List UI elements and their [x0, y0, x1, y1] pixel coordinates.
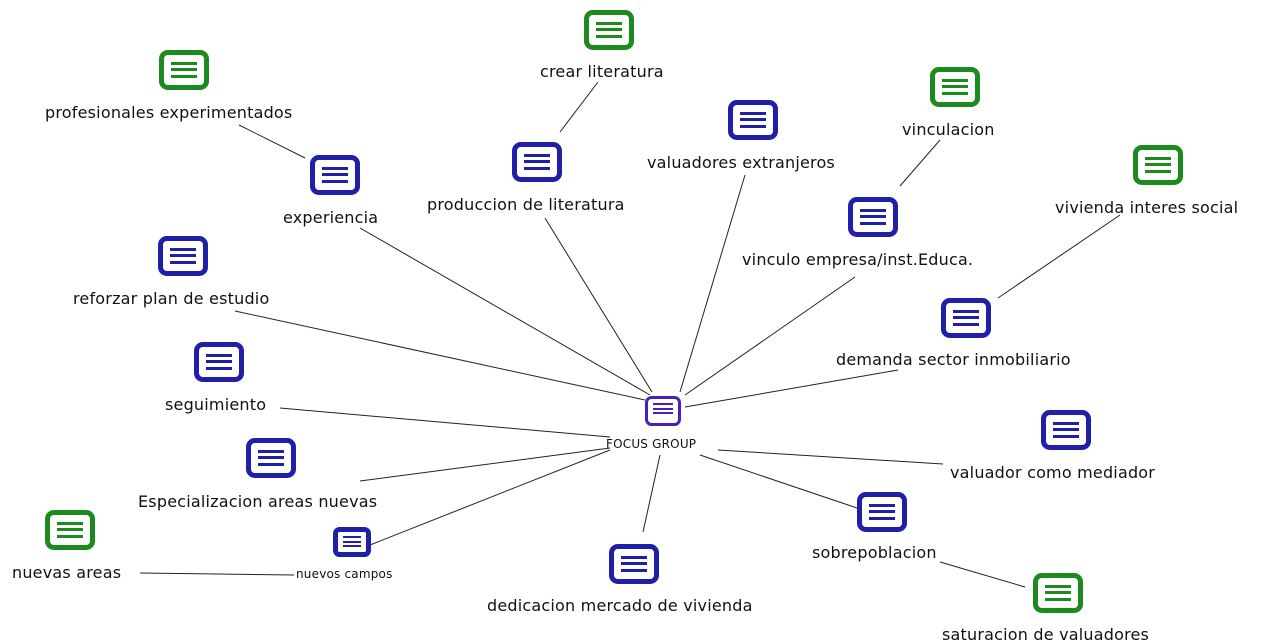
memo-icon — [333, 527, 371, 557]
edge-focus-mediador — [717, 449, 944, 465]
node-label-saturacion: saturacion de valuadores — [942, 625, 1150, 644]
edge-vinculo-vinculacion — [899, 139, 941, 187]
edge-demanda-vivienda — [997, 214, 1121, 299]
memo-icon — [728, 100, 778, 140]
edge-focus-seguimiento — [279, 407, 611, 438]
node-label-especializacion: Especializacion areas nuevas — [138, 492, 378, 511]
memo-icon — [246, 438, 296, 478]
node-label-vivienda: vivienda interes social — [1055, 198, 1239, 217]
edge-focus-experiencia — [359, 227, 651, 396]
edge-sobrepoblacion-saturacion — [939, 561, 1026, 588]
edge-focus-extranjeros — [679, 174, 746, 393]
memo-icon — [512, 142, 562, 182]
node-label-sobrepoblacion: sobrepoblacion — [812, 543, 937, 562]
edge-focus-reforzar — [234, 310, 646, 401]
edge-focus-demanda — [684, 369, 899, 408]
memo-icon — [848, 197, 898, 237]
node-label-campos: nuevos campos — [296, 567, 393, 581]
memo-icon — [45, 510, 95, 550]
node-label-crear: crear literatura — [540, 62, 664, 81]
edge-focus-produccion — [544, 217, 653, 393]
node-label-nuevas: nuevas areas — [12, 563, 122, 582]
node-label-demanda: demanda sector inmobiliario — [836, 350, 1071, 369]
edge-focus-dedicacion — [642, 454, 661, 533]
node-label-experiencia: experiencia — [283, 208, 379, 227]
memo-icon — [310, 155, 360, 195]
edge-produccion-crear — [559, 81, 599, 133]
memo-icon — [857, 492, 907, 532]
node-label-dedicacion: dedicacion mercado de vivienda — [487, 596, 753, 615]
memo-icon — [194, 342, 244, 382]
node-label-produccion: produccion de literatura — [427, 195, 625, 214]
node-label-extranjeros: valuadores extranjeros — [647, 153, 835, 172]
memo-icon — [158, 236, 208, 276]
node-label-mediador: valuador como mediador — [950, 463, 1156, 482]
node-label-vinculo: vinculo empresa/inst.Educa. — [742, 250, 974, 269]
memo-icon — [1033, 573, 1083, 613]
node-label-focus: FOCUS GROUP — [606, 437, 697, 451]
node-label-vinculacion: vinculacion — [902, 120, 995, 139]
memo-icon — [930, 67, 980, 107]
node-label-prof: profesionales experimentados — [45, 103, 293, 122]
edge-focus-sobrepoblacion — [699, 454, 858, 509]
memo-icon — [645, 396, 681, 426]
memo-icon — [1133, 145, 1183, 185]
edge-focus-vinculo — [684, 276, 856, 396]
node-label-seguimiento: seguimiento — [165, 395, 267, 414]
memo-icon — [609, 544, 659, 584]
memo-icon — [159, 50, 209, 90]
edge-focus-campos — [369, 449, 611, 546]
edge-campos-nuevas — [139, 572, 295, 576]
memo-icon — [1041, 410, 1091, 450]
node-label-reforzar: reforzar plan de estudio — [73, 289, 270, 308]
edge-focus-especializacion — [359, 447, 611, 482]
edge-experiencia-prof — [238, 124, 306, 159]
memo-icon — [941, 298, 991, 338]
memo-icon — [584, 10, 634, 50]
